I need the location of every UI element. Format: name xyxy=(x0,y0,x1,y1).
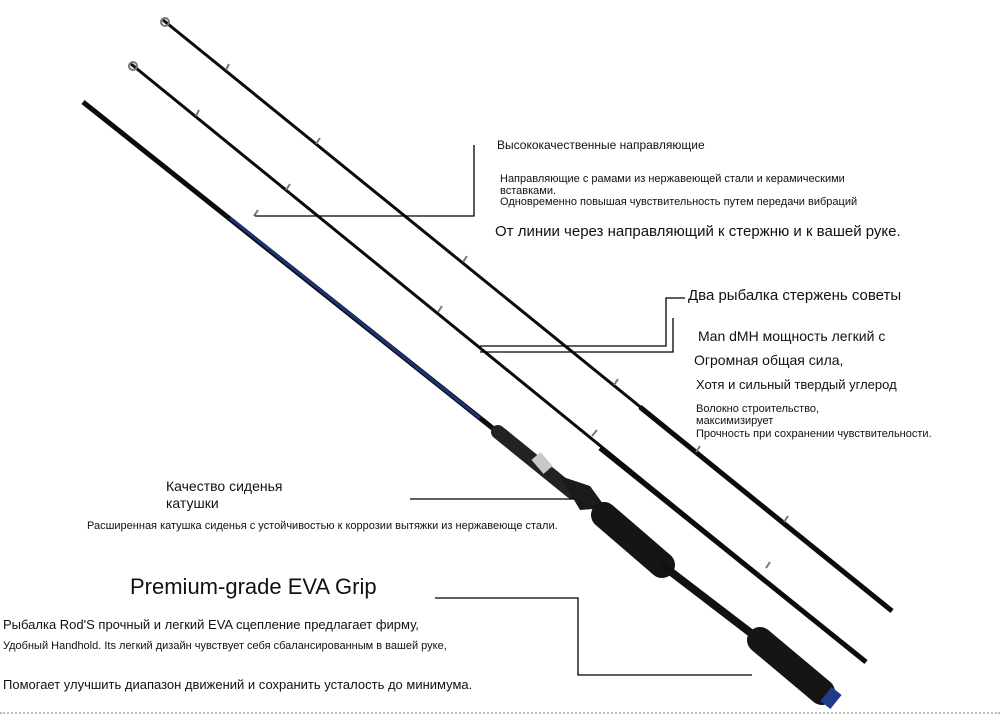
guides-body-line-3: Одновременно повышая чувствительность пу… xyxy=(500,196,858,208)
guides-body-line-1: Направляющие с рамами из нержавеющей ста… xyxy=(500,173,845,185)
dotted-divider xyxy=(0,712,1000,714)
reel-seat-body: Расширенная катушка сиденья с устойчивос… xyxy=(87,520,558,532)
rod-guides xyxy=(195,63,789,569)
guides-body-line-2: вставками. xyxy=(500,185,557,197)
grip-line-3: Помогает улучшить диапазон движений и со… xyxy=(3,677,473,692)
guides-heading: Высококачественные направляющие xyxy=(497,138,705,152)
tips-line-4: Волокно строительство, xyxy=(696,403,820,415)
grip-line-1: Рыбалка Rod'S прочный и легкий EVA сцепл… xyxy=(3,617,419,632)
reel-seat-heading: Качество сиденья катушки xyxy=(166,478,283,511)
tips-heading: Два рыбалка стержень советы xyxy=(688,287,902,304)
tips-line-6: Прочность при сохранении чувствительност… xyxy=(696,428,932,440)
grip-heading: Premium-grade EVA Grip xyxy=(130,574,377,599)
grip-line-2: Удобный Handhold. Its легкий дизайн чувс… xyxy=(3,640,447,652)
rod-tip-section-2 xyxy=(128,61,868,664)
tips-line-3: Хотя и сильный твердый углерод xyxy=(696,377,897,392)
guides-tagline: От линии через направляющий к стержню и … xyxy=(495,223,901,240)
rod-butt-section xyxy=(81,100,842,710)
tips-line-1: Man dMH мощность легкий с xyxy=(698,328,886,344)
callout-lines xyxy=(255,145,752,676)
rod-tip-section-1 xyxy=(160,17,894,613)
tips-line-5: максимизирует xyxy=(696,415,774,427)
tips-line-2: Огромная общая сила, xyxy=(694,352,844,368)
